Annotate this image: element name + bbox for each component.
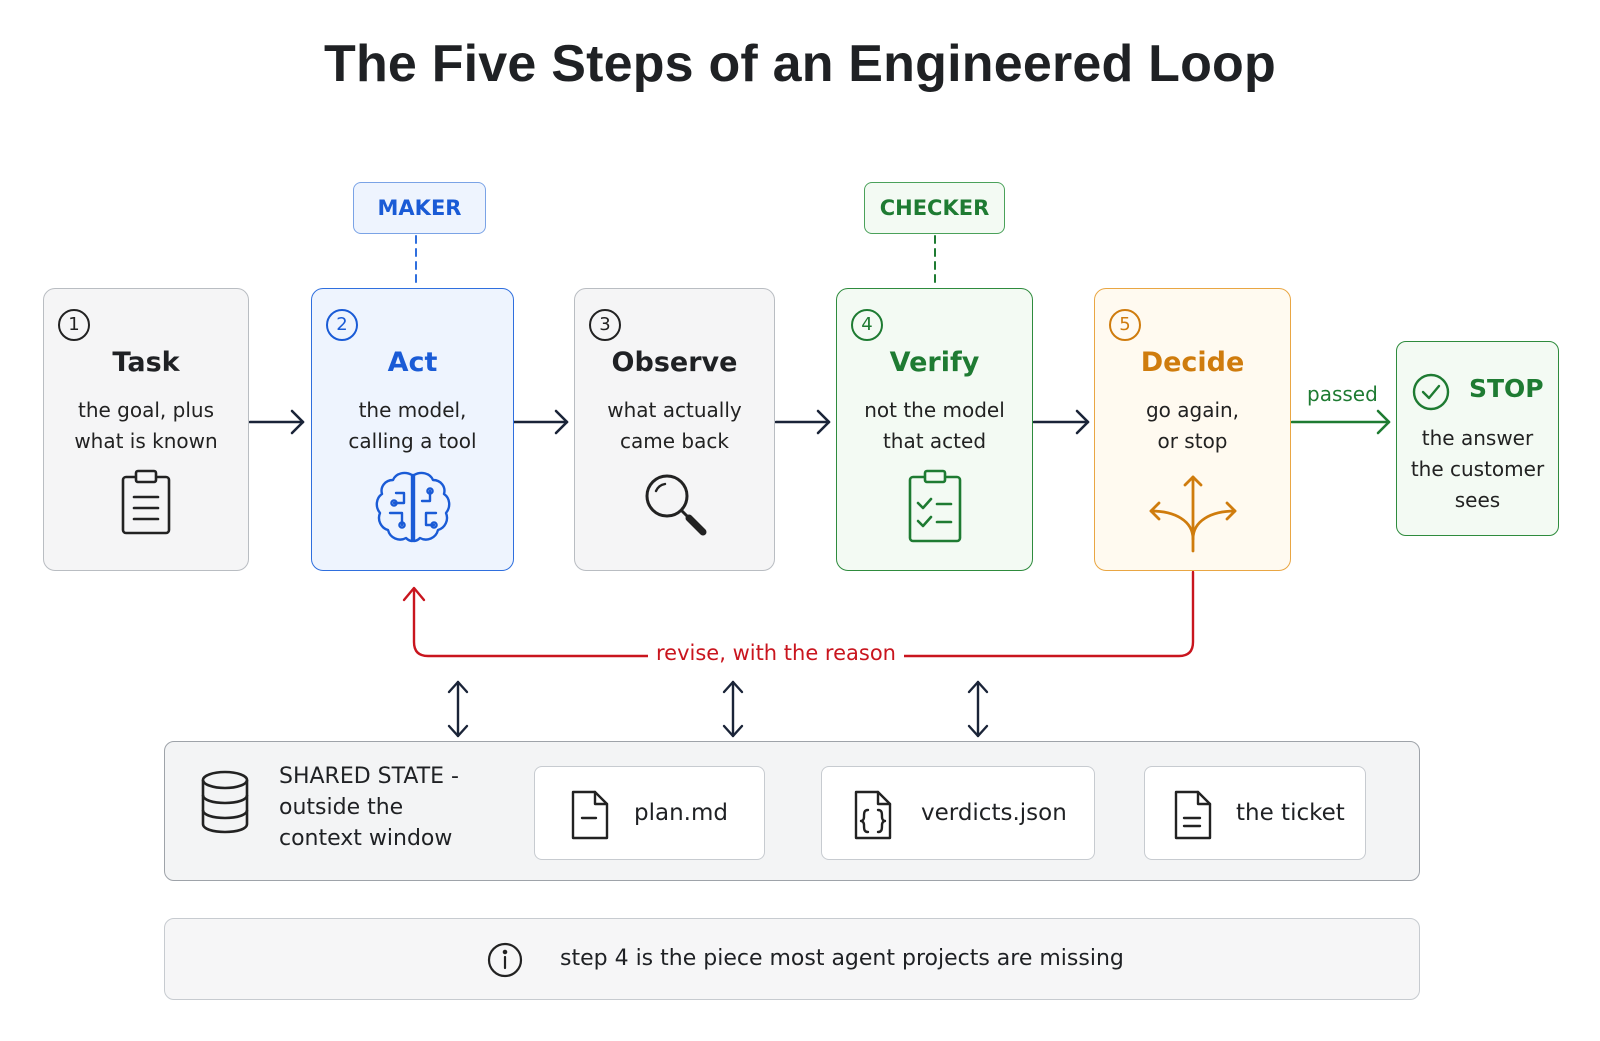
step-number: 4 [851, 309, 883, 341]
file-chip-verdicts: verdicts.json [821, 766, 1095, 860]
diagram-title: The Five Steps of an Engineered Loop [324, 35, 1276, 93]
file-chip-plan: plan.md [534, 766, 765, 860]
step-desc-line: or stop [1157, 429, 1228, 453]
arrow-verify-decide [1032, 409, 1090, 435]
stop-desc-line: the answer [1421, 426, 1534, 450]
step-name: Act [387, 347, 438, 378]
step-name: Verify [889, 347, 980, 378]
arrow-task-act [248, 409, 305, 435]
step-desc-line: the goal, plus [78, 398, 214, 422]
document-icon [1172, 788, 1214, 846]
step-number: 5 [1109, 309, 1141, 341]
file-name: the ticket [1236, 800, 1345, 826]
stop-box: STOP the answer the customer sees [1396, 341, 1559, 536]
checklist-icon [905, 469, 965, 549]
database-icon [199, 769, 251, 839]
revise-label: revise, with the reason [648, 641, 904, 665]
shared-state-label: SHARED STATE - [279, 764, 459, 789]
clipboard-icon [118, 469, 174, 541]
check-circle-icon [1411, 372, 1451, 416]
step-desc-line: go again, [1145, 398, 1240, 422]
step-desc-line: what is known [74, 429, 218, 453]
step-number: 2 [326, 309, 358, 341]
step-desc-line: came back [620, 429, 729, 453]
step-name: Decide [1140, 347, 1245, 378]
shared-state-panel: SHARED STATE - outside the context windo… [164, 741, 1420, 881]
checker-badge: CHECKER [864, 182, 1005, 234]
step-verify: 4 Verify not the model that acted [836, 288, 1033, 571]
step-desc-line: not the model [864, 398, 1005, 422]
step-desc-line: the model, [358, 398, 467, 422]
json-file-icon [852, 788, 894, 846]
note-box: step 4 is the piece most agent projects … [164, 918, 1420, 1000]
step-desc-line: that acted [882, 429, 987, 453]
arrow-passed [1290, 409, 1391, 435]
brain-icon [372, 469, 454, 549]
step-decide: 5 Decide go again, or stop [1094, 288, 1291, 571]
stop-title: STOP [1469, 374, 1544, 403]
note-text: step 4 is the piece most agent projects … [560, 946, 1124, 971]
arrow-revise-head [402, 586, 426, 602]
maker-badge: MAKER [353, 182, 486, 234]
step-desc-line: what actually [607, 398, 742, 422]
shared-state-label: context window [279, 826, 453, 851]
file-chip-ticket: the ticket [1144, 766, 1366, 860]
step-number: 1 [58, 309, 90, 341]
state-arrow-1 [447, 680, 469, 738]
step-act: 2 Act the model, calling a tool [311, 288, 514, 571]
step-name: Task [112, 347, 180, 378]
arrow-act-observe [512, 409, 569, 435]
state-arrow-3 [967, 680, 989, 738]
file-name: plan.md [634, 800, 728, 826]
file-icon [569, 788, 611, 846]
magnifier-icon [639, 469, 711, 545]
file-name: verdicts.json [921, 800, 1067, 826]
state-arrow-2 [722, 680, 744, 738]
stop-desc-line: the customer [1410, 457, 1545, 481]
step-desc-line: calling a tool [348, 429, 477, 453]
passed-label: passed [1307, 382, 1378, 406]
step-task: 1 Task the goal, plus what is known [43, 288, 249, 571]
step-observe: 3 Observe what actually came back [574, 288, 775, 571]
shared-state-label: outside the [279, 795, 404, 820]
step-number: 3 [589, 309, 621, 341]
info-icon [486, 941, 524, 983]
fork-arrows-icon [1145, 473, 1241, 557]
stop-desc-line: sees [1454, 488, 1501, 512]
step-name: Observe [611, 347, 738, 378]
arrow-observe-verify [774, 409, 831, 435]
